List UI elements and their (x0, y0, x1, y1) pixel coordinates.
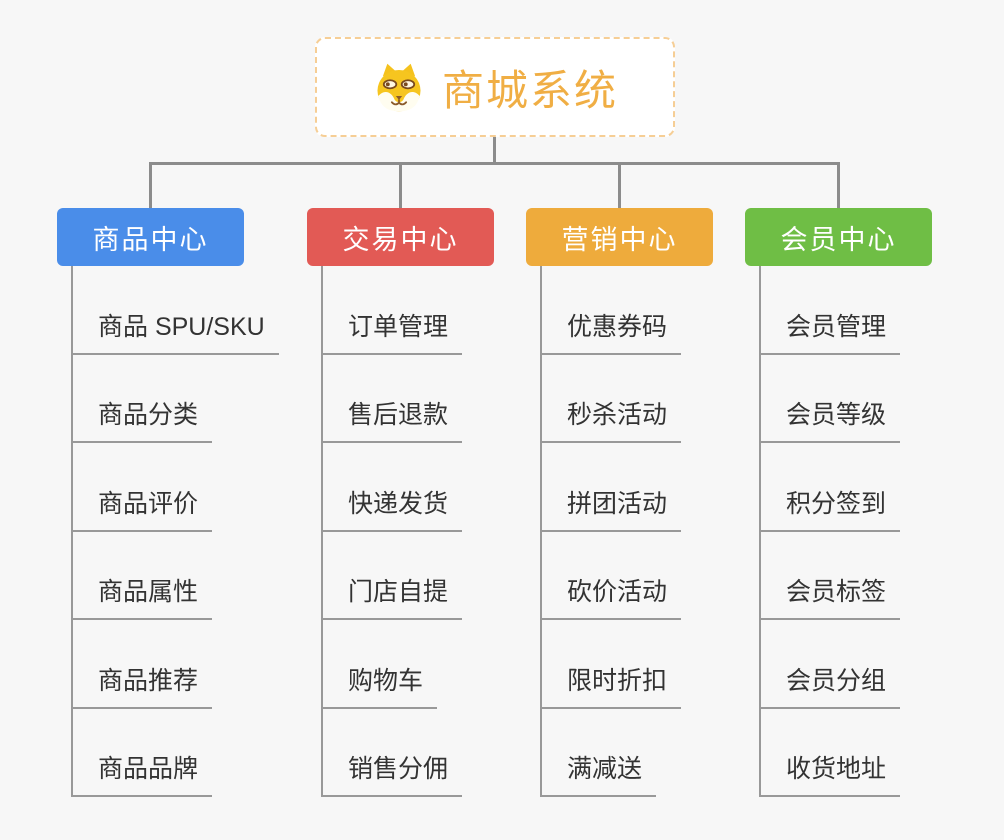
branch-column: 交易中心订单管理售后退款快递发货门店自提购物车销售分佣 (307, 208, 494, 797)
leaf-topic[interactable]: 商品属性 (71, 572, 213, 620)
leaf-row: 订单管理 (321, 266, 494, 355)
leaf-topic[interactable]: 购物车 (321, 661, 438, 709)
leaf-row: 商品推荐 (71, 620, 244, 709)
branch-body: 会员管理会员等级积分签到会员标签会员分组收货地址 (745, 266, 932, 797)
connector-drop (618, 162, 621, 208)
leaf-topic[interactable]: 优惠券码 (540, 307, 682, 355)
leaf-row: 商品分类 (71, 355, 244, 443)
leaf-row: 商品评价 (71, 443, 244, 532)
branch-body: 优惠券码秒杀活动拼团活动砍价活动限时折扣满减送 (526, 266, 713, 797)
leaf-row: 优惠券码 (540, 266, 713, 355)
branch-spine-line (71, 266, 73, 797)
leaf-topic[interactable]: 商品 SPU/SKU (71, 307, 279, 355)
leaf-topic[interactable]: 满减送 (540, 749, 657, 797)
connector-drop (837, 162, 840, 208)
branch-column: 会员中心会员管理会员等级积分签到会员标签会员分组收货地址 (745, 208, 932, 797)
leaf-topic[interactable]: 会员分组 (759, 661, 901, 709)
leaf-row: 门店自提 (321, 532, 494, 620)
leaf-topic[interactable]: 拼团活动 (540, 484, 682, 532)
leaf-topic[interactable]: 门店自提 (321, 572, 463, 620)
leaf-topic[interactable]: 砍价活动 (540, 572, 682, 620)
leaf-row: 积分签到 (759, 443, 932, 532)
leaf-topic[interactable]: 限时折扣 (540, 661, 682, 709)
leaf-topic[interactable]: 销售分佣 (321, 749, 463, 797)
root-topic[interactable]: 商城系统 (315, 37, 675, 137)
leaf-topic[interactable]: 积分签到 (759, 484, 901, 532)
leaf-row: 售后退款 (321, 355, 494, 443)
root-topic-label: 商城系统 (441, 66, 618, 114)
branch-column: 商品中心商品 SPU/SKU 商品分类商品评价商品属性商品推荐商品品牌 (57, 208, 279, 797)
leaf-topic[interactable]: 收货地址 (759, 749, 901, 797)
leaf-row: 购物车 (321, 620, 494, 709)
leaf-row: 快递发货 (321, 443, 494, 532)
leaf-topic[interactable]: 会员管理 (759, 307, 901, 355)
leaf-row: 销售分佣 (321, 709, 494, 797)
leaf-topic[interactable]: 快递发货 (321, 484, 463, 532)
leaf-row: 砍价活动 (540, 532, 713, 620)
leaf-topic[interactable]: 售后退款 (321, 395, 463, 443)
branch-body: 商品 SPU/SKU 商品分类商品评价商品属性商品推荐商品品牌 (57, 266, 279, 797)
leaf-row: 商品 SPU/SKU (71, 266, 279, 355)
leaf-topic[interactable]: 会员等级 (759, 395, 901, 443)
leaf-topic[interactable]: 商品分类 (71, 395, 213, 443)
branch-header[interactable]: 会员中心 (745, 208, 932, 266)
leaf-row: 会员管理 (759, 266, 932, 355)
leaf-row: 限时折扣 (540, 620, 713, 709)
leaf-topic[interactable]: 会员标签 (759, 572, 901, 620)
leaf-topic[interactable]: 秒杀活动 (540, 395, 682, 443)
leaf-row: 满减送 (540, 709, 713, 797)
leaf-topic[interactable]: 商品推荐 (71, 661, 213, 709)
leaf-row: 收货地址 (759, 709, 932, 797)
branch-column: 营销中心优惠券码秒杀活动拼团活动砍价活动限时折扣满减送 (526, 208, 713, 797)
connector-bus-line (149, 162, 840, 165)
connector-drop (399, 162, 402, 208)
shiba-dog-icon (377, 63, 421, 112)
leaf-row: 会员分组 (759, 620, 932, 709)
connector-drop (149, 162, 152, 208)
branch-body: 订单管理售后退款快递发货门店自提购物车销售分佣 (307, 266, 494, 797)
branch-header[interactable]: 商品中心 (57, 208, 244, 266)
branch-spine-line (540, 266, 542, 797)
leaf-row: 商品品牌 (71, 709, 244, 797)
leaf-row: 拼团活动 (540, 443, 713, 532)
leaf-topic[interactable]: 商品品牌 (71, 749, 213, 797)
leaf-topic[interactable]: 订单管理 (321, 307, 463, 355)
branch-spine-line (321, 266, 323, 797)
leaf-row: 会员等级 (759, 355, 932, 443)
leaf-row: 商品属性 (71, 532, 244, 620)
connector-root-stem (493, 137, 496, 163)
branch-spine-line (759, 266, 761, 797)
leaf-row: 秒杀活动 (540, 355, 713, 443)
leaf-topic[interactable]: 商品评价 (71, 484, 213, 532)
branch-header[interactable]: 营销中心 (526, 208, 713, 266)
leaf-row: 会员标签 (759, 532, 932, 620)
branch-header[interactable]: 交易中心 (307, 208, 494, 266)
